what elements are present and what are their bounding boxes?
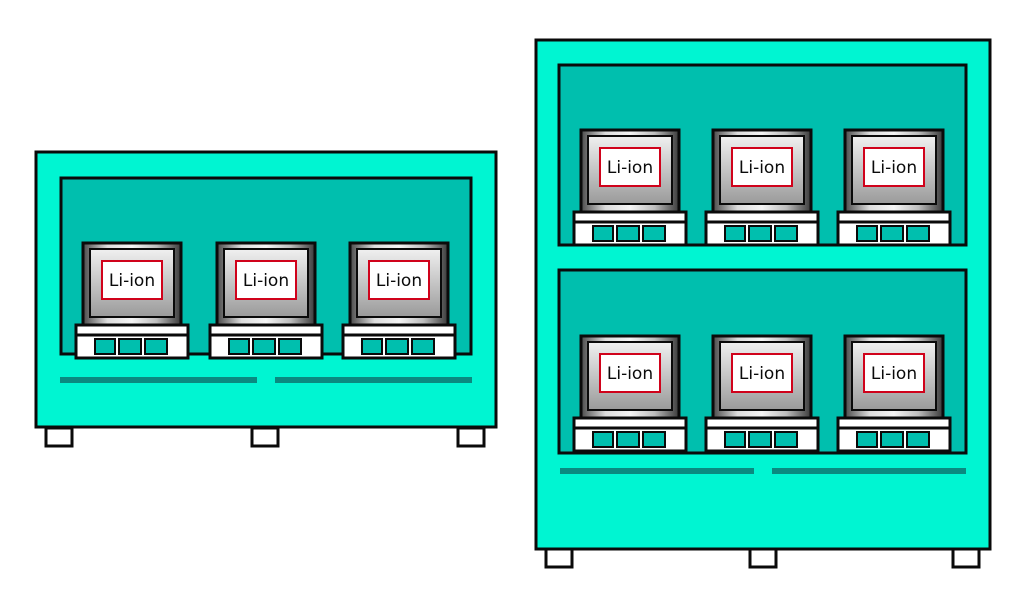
li-ion-battery: Li-ion xyxy=(704,334,820,453)
battery-label-box xyxy=(599,353,661,393)
li-ion-battery: Li-ion xyxy=(74,241,190,360)
pallet-slot xyxy=(118,338,142,355)
pallet xyxy=(572,416,688,453)
cabinet-rail xyxy=(275,377,472,383)
single-shelf-cabinet: Li-ion Li-ion Li-ion xyxy=(34,150,498,448)
pallet-slot xyxy=(774,225,798,242)
battery-label: Li-ion xyxy=(607,158,653,178)
pallet xyxy=(836,210,952,247)
pallet-slot xyxy=(642,225,666,242)
pallet-slot xyxy=(748,431,772,448)
cabinet-foot xyxy=(544,547,574,569)
battery-label: Li-ion xyxy=(109,271,155,291)
cabinet-foot xyxy=(748,547,778,569)
battery-label-box xyxy=(863,147,925,187)
li-ion-battery: Li-ion xyxy=(836,128,952,247)
battery-label-box xyxy=(731,147,793,187)
battery-label: Li-ion xyxy=(871,158,917,178)
pallet-slot xyxy=(880,225,904,242)
pallet-slot xyxy=(880,431,904,448)
pallet xyxy=(704,416,820,453)
pallet-slot xyxy=(592,431,614,448)
pallet-slot xyxy=(748,225,772,242)
pallet xyxy=(74,323,190,360)
pallet-slot xyxy=(94,338,116,355)
battery-label-box xyxy=(863,353,925,393)
pallet-slot xyxy=(385,338,409,355)
pallet-slot xyxy=(642,431,666,448)
pallet-slot xyxy=(592,225,614,242)
battery-label-box xyxy=(101,260,163,300)
li-ion-battery: Li-ion xyxy=(208,241,324,360)
li-ion-battery: Li-ion xyxy=(836,334,952,453)
battery-label: Li-ion xyxy=(376,271,422,291)
pallet-slot xyxy=(278,338,302,355)
cabinet-foot xyxy=(951,547,981,569)
cabinet-shelf: Li-ion Li-ion Li-ion xyxy=(59,176,473,360)
cabinet-rail xyxy=(560,468,754,474)
pallet-slot xyxy=(252,338,276,355)
pallet-slot xyxy=(724,431,746,448)
battery-label: Li-ion xyxy=(739,364,785,384)
cabinet-foot xyxy=(456,426,486,448)
battery-label-box xyxy=(731,353,793,393)
pallet-slot xyxy=(724,225,746,242)
battery-label-box xyxy=(368,260,430,300)
cabinet-foot xyxy=(44,426,74,448)
battery-label: Li-ion xyxy=(871,364,917,384)
pallet xyxy=(572,210,688,247)
li-ion-battery: Li-ion xyxy=(572,334,688,453)
li-ion-battery: Li-ion xyxy=(704,128,820,247)
pallet-slot xyxy=(616,225,640,242)
cabinet-rail xyxy=(60,377,257,383)
pallet-slot xyxy=(616,431,640,448)
pallet-slot xyxy=(856,431,878,448)
pallet-slot xyxy=(411,338,435,355)
pallet-slot xyxy=(856,225,878,242)
battery-label: Li-ion xyxy=(243,271,289,291)
pallet-slot xyxy=(906,225,930,242)
pallet xyxy=(704,210,820,247)
pallet xyxy=(208,323,324,360)
li-ion-battery: Li-ion xyxy=(572,128,688,247)
cabinet-shelf: Li-ion Li-ion Li-ion xyxy=(557,63,968,247)
pallet-slot xyxy=(361,338,383,355)
battery-label-box xyxy=(599,147,661,187)
pallet-slot xyxy=(144,338,168,355)
cabinet-foot xyxy=(250,426,280,448)
pallet-slot xyxy=(774,431,798,448)
battery-label: Li-ion xyxy=(739,158,785,178)
li-ion-battery: Li-ion xyxy=(341,241,457,360)
pallet xyxy=(836,416,952,453)
pallet xyxy=(341,323,457,360)
pallet-slot xyxy=(906,431,930,448)
battery-label-box xyxy=(235,260,297,300)
pallet-slot xyxy=(228,338,250,355)
cabinet-shelf: Li-ion Li-ion Li-ion xyxy=(557,268,968,455)
battery-label: Li-ion xyxy=(607,364,653,384)
cabinet-rail xyxy=(772,468,966,474)
